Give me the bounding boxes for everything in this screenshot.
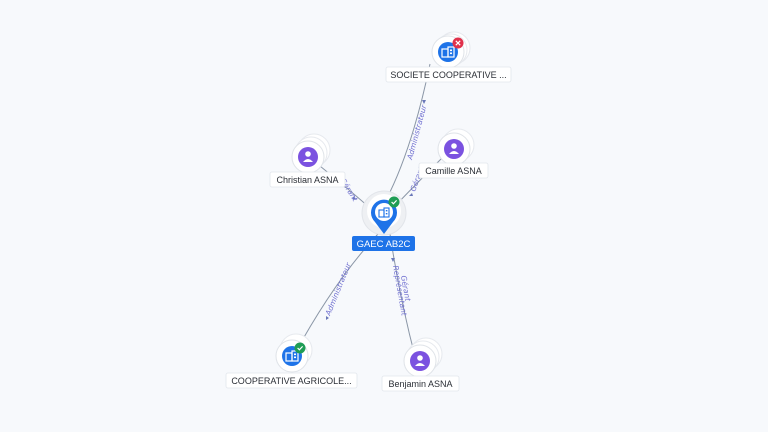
node-label-center: GAEC AB2C	[357, 239, 411, 250]
building-icon	[378, 207, 390, 218]
node-benjamin[interactable]: Benjamin ASNA	[381, 337, 460, 392]
person-icon	[415, 355, 425, 366]
building-icon	[285, 350, 299, 362]
node-label-benjamin: Benjamin ASNA	[388, 379, 452, 389]
edge-label-societe: Administrateur	[405, 103, 429, 161]
building-icon	[441, 46, 455, 58]
node-label-christian: Christian ASNA	[276, 175, 338, 185]
edge-benjamin[interactable]: Gérant Représentant	[389, 233, 417, 361]
edge-label-cooperative: Administrateur	[323, 261, 353, 318]
edge-cooperative[interactable]: Administrateur	[293, 233, 379, 356]
node-christian-circle	[298, 147, 318, 167]
node-camille-circle	[444, 139, 464, 159]
check-badge-icon	[294, 342, 306, 354]
node-cooperative[interactable]: COOPERATIVE AGRICOLE...	[225, 333, 358, 389]
check-badge-icon	[388, 196, 400, 208]
node-benjamin-circle	[410, 351, 430, 371]
node-societe[interactable]: SOCIETE COOPERATIVE ...	[385, 31, 512, 83]
node-label-cooperative: COOPERATIVE AGRICOLE...	[231, 376, 351, 386]
edge-societe[interactable]: Administrateur	[385, 63, 431, 201]
node-label-societe: SOCIETE COOPERATIVE ...	[390, 70, 506, 80]
person-icon	[303, 151, 313, 162]
node-center[interactable]: GAEC AB2C	[352, 190, 415, 251]
node-label-camille: Camille ASNA	[425, 166, 482, 176]
node-camille[interactable]: Camille ASNA	[418, 128, 489, 179]
person-icon	[449, 143, 459, 154]
node-christian[interactable]: Christian ASNA	[269, 133, 346, 188]
